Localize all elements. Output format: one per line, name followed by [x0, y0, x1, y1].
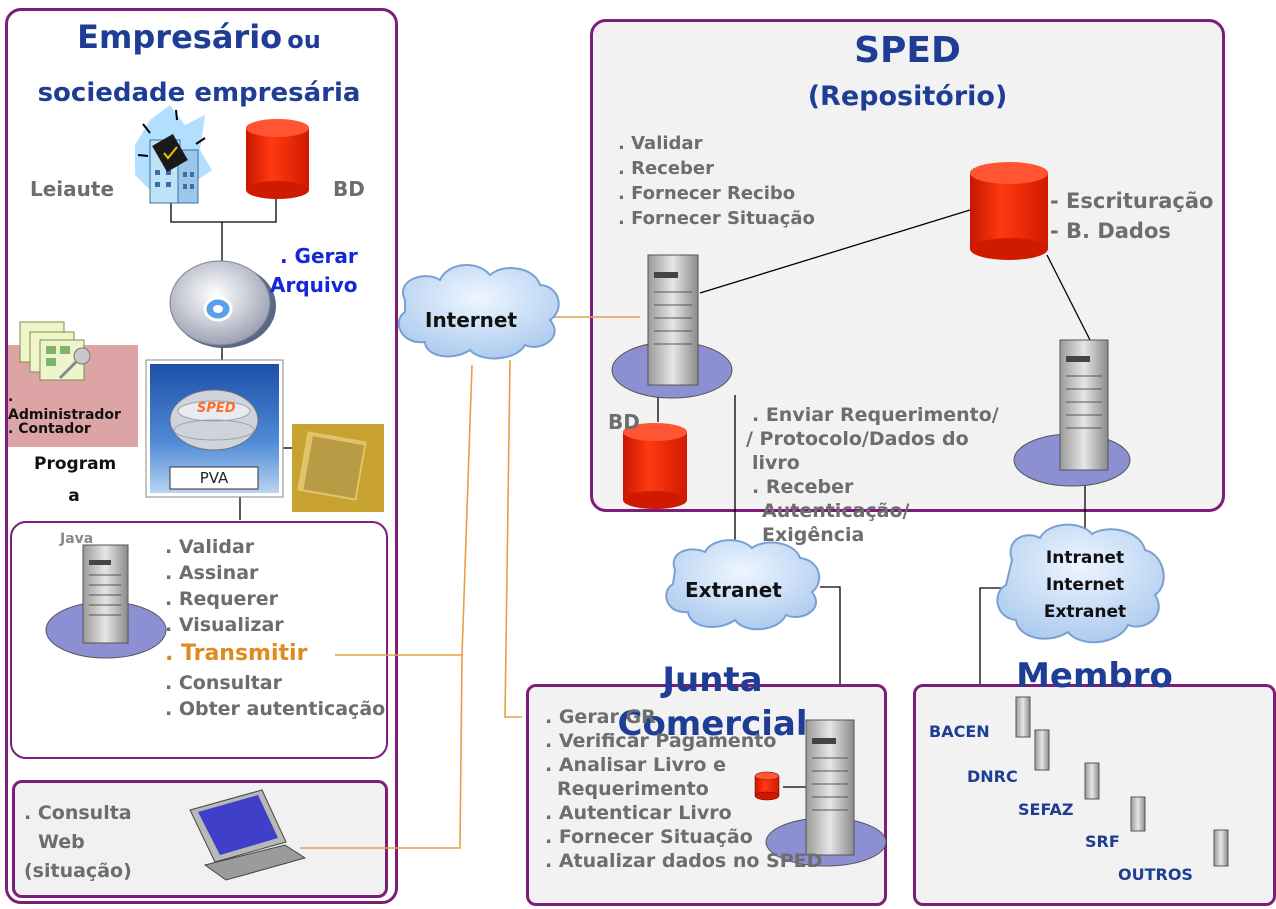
extranet-action: / Protocolo/Dados do [746, 428, 969, 450]
junta-title-line: Comercial [617, 704, 808, 744]
empresario-title-ou: ou [287, 26, 321, 54]
java-label: Java [60, 531, 94, 547]
consulta-line: Web [38, 831, 85, 853]
roles-line: Administrador [8, 407, 121, 423]
sped-action: . Fornecer Recibo [618, 183, 796, 204]
membro-title: Membro [1016, 656, 1173, 696]
transmitir-action: . Transmitir [165, 641, 308, 666]
sped-action: . Fornecer Situação [618, 208, 815, 229]
junta-action: . Analisar Livro e [545, 754, 726, 776]
internet-cloud-label: Internet [425, 308, 518, 332]
escrituracao-database-icon [970, 162, 1048, 260]
sped-action: . Receber [618, 158, 715, 179]
desktop-subpanel [10, 521, 388, 759]
bd-label-left: BD [333, 177, 365, 201]
internet-cloud [397, 263, 560, 360]
sped-bd-database-icon [623, 423, 687, 509]
intranet-line: Extranet [1043, 602, 1127, 622]
junta-action: Requerimento [557, 778, 709, 800]
sped-bd-label: BD [608, 410, 640, 434]
consulta-subpanel [12, 780, 388, 898]
action-item: . Assinar [165, 562, 259, 584]
member-dnrc: DNRC [967, 767, 1018, 786]
junta-actions: . Gerar GR . Verificar Pagamento . Anali… [545, 705, 822, 873]
action-item: . Consultar [165, 672, 282, 694]
bd-database-icon [246, 119, 309, 199]
extranet-action: Autenticação/ [762, 500, 910, 522]
action-item: . Obter autenticação [165, 698, 386, 720]
cd-disc-icon [169, 260, 276, 348]
member-bacen: BACEN [929, 722, 990, 741]
pva-program-box [145, 359, 284, 498]
extranet-cloud-label: Extranet [685, 578, 782, 602]
sped-server-actions: . Validar . Receber . Fornecer Recibo . … [618, 131, 815, 231]
leiaute-label: Leiaute [30, 177, 115, 201]
document-image [292, 424, 384, 512]
empresario-title: Empresário ou [0, 18, 398, 56]
db-item: - B. Dados [1050, 219, 1171, 243]
intranet-line: Intranet [1045, 548, 1125, 568]
sped-panel [590, 19, 1225, 512]
member-srf: SRF [1085, 832, 1120, 851]
action-item: . Validar [165, 536, 255, 558]
roles-label: . Administrador . Contador [8, 388, 121, 438]
gerar-arquivo-line: Arquivo [270, 273, 358, 297]
laptop-icon [189, 789, 307, 881]
desktop-actions: . Validar . Assinar . Requerer . Visuali… [165, 534, 385, 722]
programa-line: Program [34, 454, 117, 474]
java-server-icon [45, 544, 167, 659]
sped-db-items: - Escrituração - B. Dados [1050, 186, 1213, 246]
programa-label: Program a [34, 448, 117, 512]
db-item: - Escrituração [1050, 189, 1214, 213]
extranet-action: livro [752, 452, 800, 474]
consulta-web-label: . Consulta Web (situação) [24, 799, 132, 886]
certificate-icon [8, 321, 138, 447]
sped-subtitle: (Repositório) [807, 81, 1008, 112]
gerar-arquivo-line: . Gerar [280, 244, 358, 268]
empresario-panel [5, 8, 398, 904]
sped-right-server-icon [1013, 339, 1131, 487]
extranet-actions: . Enviar Requerimento/ / Protocolo/Dados… [746, 403, 999, 547]
member-outros: OUTROS [1118, 865, 1193, 884]
member-sefaz: SEFAZ [1018, 800, 1074, 819]
junta-action: . Autenticar Livro [545, 802, 732, 824]
empresario-subtitle: sociedade empresária [37, 78, 361, 108]
member-servers [1015, 696, 1229, 867]
empresario-title-main: Empresário [77, 18, 283, 56]
junta-action: . Atualizar dados no SPED [545, 850, 823, 872]
junta-action: . Verificar Pagamento [545, 730, 777, 752]
sped-logo-text: SPED [197, 401, 236, 416]
junta-database-icon [754, 771, 780, 801]
junta-server-icon [765, 719, 887, 867]
gerar-arquivo-label: . Gerar Arquivo [270, 242, 358, 300]
consulta-line: . Consulta [24, 802, 132, 824]
junta-action: . Fornecer Situação [545, 826, 753, 848]
consulta-line: (situação) [24, 860, 132, 882]
junta-action: . Gerar GR [545, 706, 656, 728]
extranet-cloud [665, 539, 821, 631]
intranet-cloud-label: Intranet Internet Extranet [1030, 545, 1140, 626]
sped-title: SPED [854, 30, 961, 71]
extranet-action: . Receber [752, 476, 854, 498]
extranet-action: . Enviar Requerimento/ [752, 404, 999, 426]
intranet-line: Internet [1045, 575, 1125, 595]
intranet-cloud [996, 523, 1165, 644]
action-item: . Visualizar [165, 614, 284, 636]
extranet-action: Exigência [762, 524, 865, 546]
sped-action: . Validar [618, 133, 703, 154]
junta-title: Junta Comercial [600, 655, 825, 749]
action-item: . Requerer [165, 588, 278, 610]
orange-connectors [300, 316, 640, 849]
sped-server-icon [611, 254, 733, 399]
roles-line: . [8, 389, 14, 405]
roles-line: . Contador [8, 421, 91, 437]
junta-title-line: Junta [662, 660, 763, 700]
leiaute-building-icon [135, 105, 212, 204]
programa-line: a [68, 486, 80, 506]
pva-label: PVA [199, 469, 229, 487]
